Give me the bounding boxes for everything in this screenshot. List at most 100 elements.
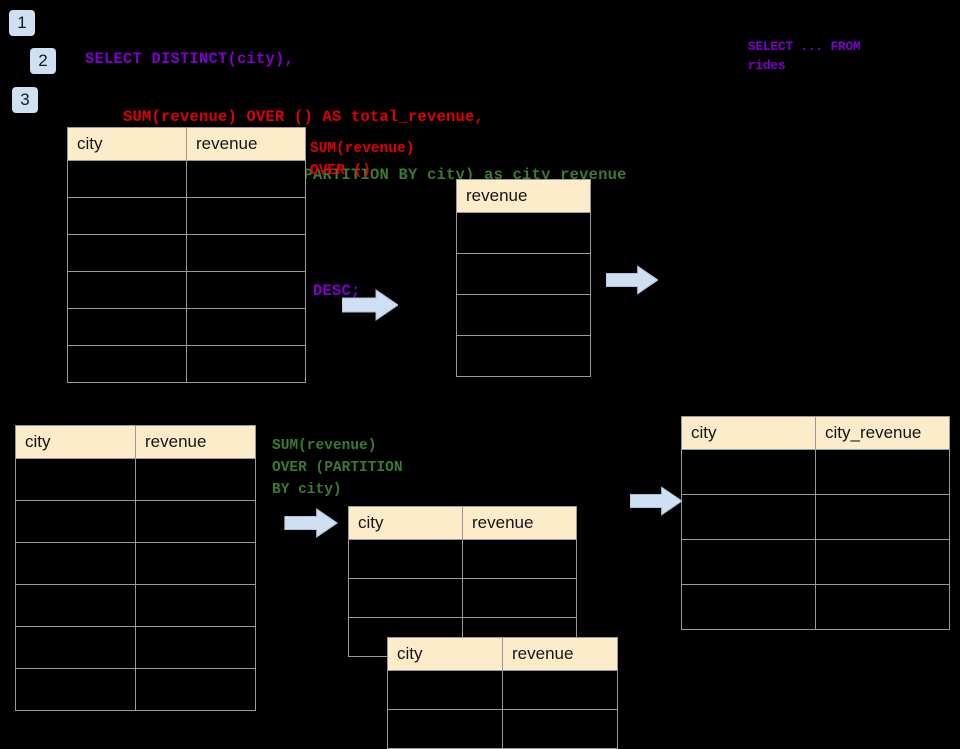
column-header-revenue: revenue xyxy=(456,179,591,213)
column-header-city: city xyxy=(387,637,503,671)
arrow-total-to-result xyxy=(606,265,658,295)
table-row xyxy=(456,253,591,295)
table-header-row: city revenue xyxy=(15,425,256,459)
table-row xyxy=(67,234,306,272)
cell-revenue xyxy=(462,578,577,618)
cell-city xyxy=(67,271,187,309)
table-row xyxy=(67,271,306,309)
column-header-city: city xyxy=(15,425,136,459)
cell-revenue xyxy=(186,234,306,272)
table-header-row: revenue xyxy=(456,179,591,213)
partition-group-a: city revenue xyxy=(348,506,577,657)
column-header-city: city xyxy=(681,416,816,450)
cell-revenue xyxy=(456,335,591,377)
cell-revenue xyxy=(186,160,306,198)
cell-revenue xyxy=(135,500,256,543)
table-row xyxy=(456,335,591,377)
table-header-row: city revenue xyxy=(67,127,306,161)
cell-city xyxy=(15,542,136,585)
cell-city xyxy=(15,500,136,543)
cell-city xyxy=(67,234,187,272)
cell-city xyxy=(387,709,503,749)
cell-city xyxy=(15,458,136,501)
cell-city xyxy=(681,539,816,585)
table-row xyxy=(67,160,306,198)
cell-revenue xyxy=(186,271,306,309)
cell-revenue xyxy=(135,458,256,501)
source-table-bottom: city revenue xyxy=(15,425,256,711)
column-header-revenue: revenue xyxy=(502,637,618,671)
cell-city xyxy=(348,578,463,618)
cell-city xyxy=(67,197,187,235)
table-header-row: city city_revenue xyxy=(681,416,950,450)
table-row xyxy=(456,294,591,336)
cell-city-revenue xyxy=(815,584,950,630)
cell-revenue xyxy=(456,253,591,295)
partition-group-b: city revenue xyxy=(387,637,618,749)
cell-city xyxy=(67,160,187,198)
table-row xyxy=(15,626,256,669)
diagram-canvas: 1 2 3 SELECT DISTINCT(city), SUM(revenue… xyxy=(9,10,950,749)
table-header-row: city revenue xyxy=(348,506,577,540)
total-revenue-table: revenue xyxy=(456,179,591,377)
table-row xyxy=(15,584,256,627)
cell-city-revenue xyxy=(815,449,950,495)
table-row xyxy=(348,578,577,618)
note-sum-over-empty: SUM(revenue) OVER () xyxy=(310,141,415,179)
table-row xyxy=(348,539,577,579)
sql-line-total-revenue: SUM(revenue) OVER () AS total_revenue, xyxy=(85,108,485,126)
cell-city xyxy=(15,584,136,627)
column-header-city: city xyxy=(348,506,463,540)
cell-city xyxy=(15,626,136,669)
column-header-city-revenue: city_revenue xyxy=(815,416,950,450)
cell-revenue xyxy=(135,626,256,669)
arrow-source-to-partition xyxy=(284,508,339,538)
cell-revenue xyxy=(462,539,577,579)
cell-city xyxy=(15,668,136,711)
cell-city-revenue xyxy=(815,494,950,540)
table-row xyxy=(15,542,256,585)
cell-revenue xyxy=(135,584,256,627)
column-header-revenue: revenue xyxy=(135,425,256,459)
cell-revenue xyxy=(456,212,591,254)
arrow-partition-to-result xyxy=(630,486,682,516)
cell-city xyxy=(387,670,503,710)
table-row xyxy=(67,308,306,346)
cell-city xyxy=(681,584,816,630)
table-row xyxy=(67,197,306,235)
column-header-city: city xyxy=(67,127,187,161)
sql-line-select: SELECT DISTINCT(city), xyxy=(85,50,295,68)
result-table: city city_revenue xyxy=(681,416,950,630)
table-header-row: city revenue xyxy=(387,637,618,671)
cell-city-revenue xyxy=(815,539,950,585)
cell-revenue xyxy=(135,542,256,585)
table-row xyxy=(681,449,950,495)
table-row xyxy=(15,668,256,711)
cell-revenue xyxy=(456,294,591,336)
cell-city xyxy=(348,539,463,579)
table-row xyxy=(387,709,618,749)
column-header-revenue: revenue xyxy=(186,127,306,161)
cell-revenue xyxy=(186,345,306,383)
table-row xyxy=(387,670,618,710)
table-row xyxy=(681,539,950,585)
cell-revenue xyxy=(186,197,306,235)
step-badge-2: 2 xyxy=(30,48,56,74)
step-badge-1: 1 xyxy=(9,10,35,36)
arrow-source-to-total xyxy=(342,289,398,321)
cell-city xyxy=(67,308,187,346)
cell-city xyxy=(681,494,816,540)
table-row xyxy=(456,212,591,254)
table-row xyxy=(681,584,950,630)
source-table-top: city revenue xyxy=(67,127,306,383)
table-row xyxy=(681,494,950,540)
table-row xyxy=(15,500,256,543)
table-row xyxy=(67,345,306,383)
step-badge-3: 3 xyxy=(12,87,38,113)
note-select-from-rides: SELECT ... FROM rides xyxy=(748,40,861,73)
cell-revenue xyxy=(135,668,256,711)
column-header-revenue: revenue xyxy=(462,506,577,540)
table-row xyxy=(15,458,256,501)
cell-city xyxy=(67,345,187,383)
cell-revenue xyxy=(502,670,618,710)
